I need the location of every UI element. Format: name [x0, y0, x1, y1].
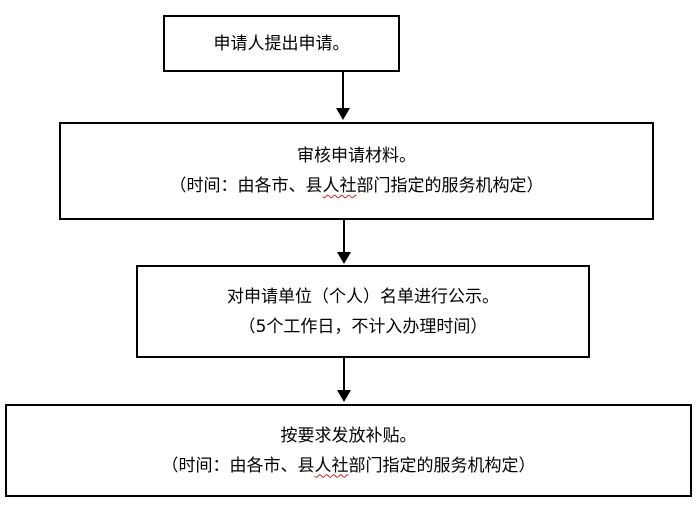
- arrow-3-head: [337, 390, 351, 402]
- arrow-2-head: [337, 252, 351, 264]
- step-2-box: 审核申请材料。 （时间：由各市、县人社部门指定的服务机构定）: [59, 122, 654, 220]
- step-4-note-marked: 人社: [314, 455, 349, 476]
- arrow-2-shaft: [343, 220, 345, 256]
- step-1-box: 申请人提出申请。: [163, 15, 400, 72]
- step-4-note: （时间：由各市、县人社部门指定的服务机构定）: [162, 451, 536, 481]
- flow-arrow-3: [337, 358, 351, 402]
- step-2-note-marked: 人社: [322, 176, 357, 196]
- flow-arrow-2: [337, 220, 351, 264]
- flow-arrow-1: [336, 72, 350, 120]
- step-4-note-suffix: 部门指定的服务机构定）: [348, 455, 536, 476]
- step-2-note-prefix: （时间：由各市、县: [169, 176, 323, 196]
- arrow-3-shaft: [343, 358, 345, 394]
- step-2-title: 审核申请材料。: [297, 146, 416, 166]
- step-1-title: 申请人提出申请。: [213, 33, 350, 54]
- step-2-note-suffix: 部门指定的服务机构定）: [356, 176, 544, 196]
- arrow-1-shaft: [342, 72, 344, 112]
- step-4-title: 按要求发放补贴。: [280, 425, 417, 446]
- step-3-box: 对申请单位（个人）名单进行公示。 （5个工作日，不计入办理时间）: [136, 265, 590, 358]
- step-2-note: （时间：由各市、县人社部门指定的服务机构定）: [170, 171, 544, 201]
- step-4-note-prefix: （时间：由各市、县: [161, 455, 315, 476]
- step-4-box: 按要求发放补贴。 （时间：由各市、县人社部门指定的服务机构定）: [5, 404, 692, 497]
- step-3-note: （5个工作日，不计入办理时间）: [238, 316, 488, 337]
- arrow-1-head: [336, 108, 350, 120]
- step-3-title: 对申请单位（个人）名单进行公示。: [227, 286, 499, 307]
